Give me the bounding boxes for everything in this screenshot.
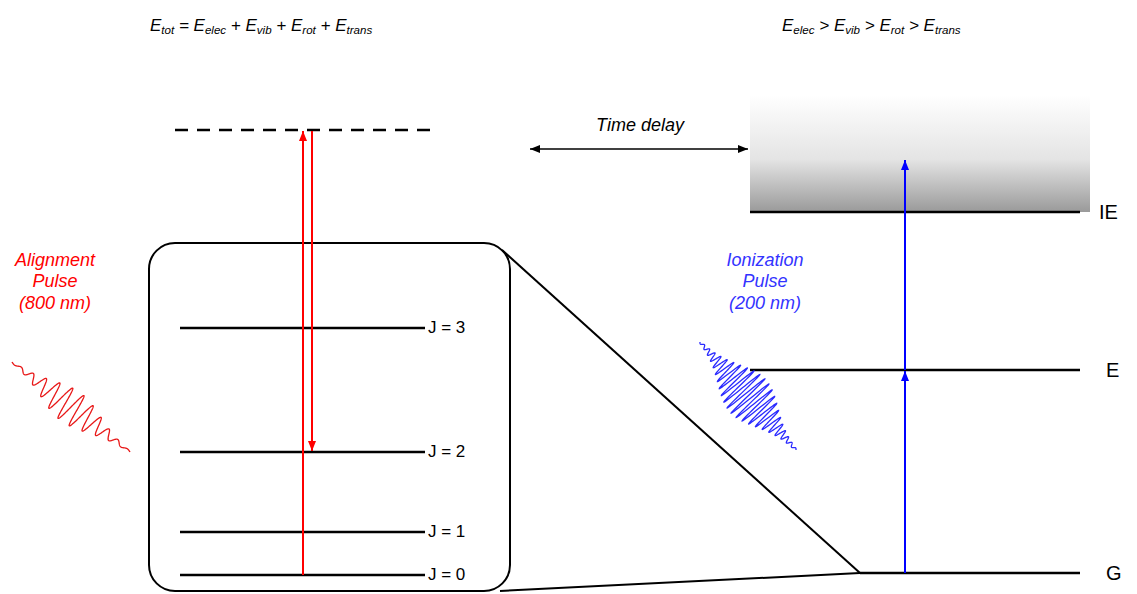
pulse-label: Alignment Pulse (800 nm)	[13, 250, 97, 315]
ionization-level	[750, 211, 1080, 214]
pulse-label: Ionization Pulse (200 nm)	[725, 250, 806, 315]
level-label: J = 3	[428, 318, 465, 338]
time-delay-label: Time delay	[596, 115, 684, 137]
ionization-arrow	[904, 160, 906, 370]
time-delay-arrow	[530, 148, 748, 150]
level-label: J = 0	[428, 565, 465, 585]
ionization-pulse-icon	[700, 342, 796, 450]
zoom-line	[502, 250, 860, 573]
level-label: E	[1106, 358, 1119, 382]
excited-level	[750, 369, 1080, 372]
zoom-box	[149, 243, 510, 591]
level-label: G	[1106, 561, 1122, 585]
ground-level	[860, 572, 1080, 575]
energy-order-relation: Eelec > Evib > Erot > Etrans	[782, 16, 961, 38]
zoom-line	[500, 573, 860, 591]
pulse-group	[12, 342, 796, 452]
level-label: J = 1	[428, 522, 465, 542]
deexcitation-arrow	[311, 131, 313, 451]
level-label: IE	[1099, 200, 1118, 224]
ionization-arrow	[904, 371, 906, 573]
excitation-arrow	[302, 131, 304, 575]
virtual-level	[175, 129, 430, 132]
ionization-continuum	[750, 95, 1090, 212]
alignment-pulse-icon	[12, 362, 130, 452]
level-label: J = 2	[428, 442, 465, 462]
energy-sum-equation: Etot = Eelec + Evib + Erot + Etrans	[150, 16, 372, 38]
